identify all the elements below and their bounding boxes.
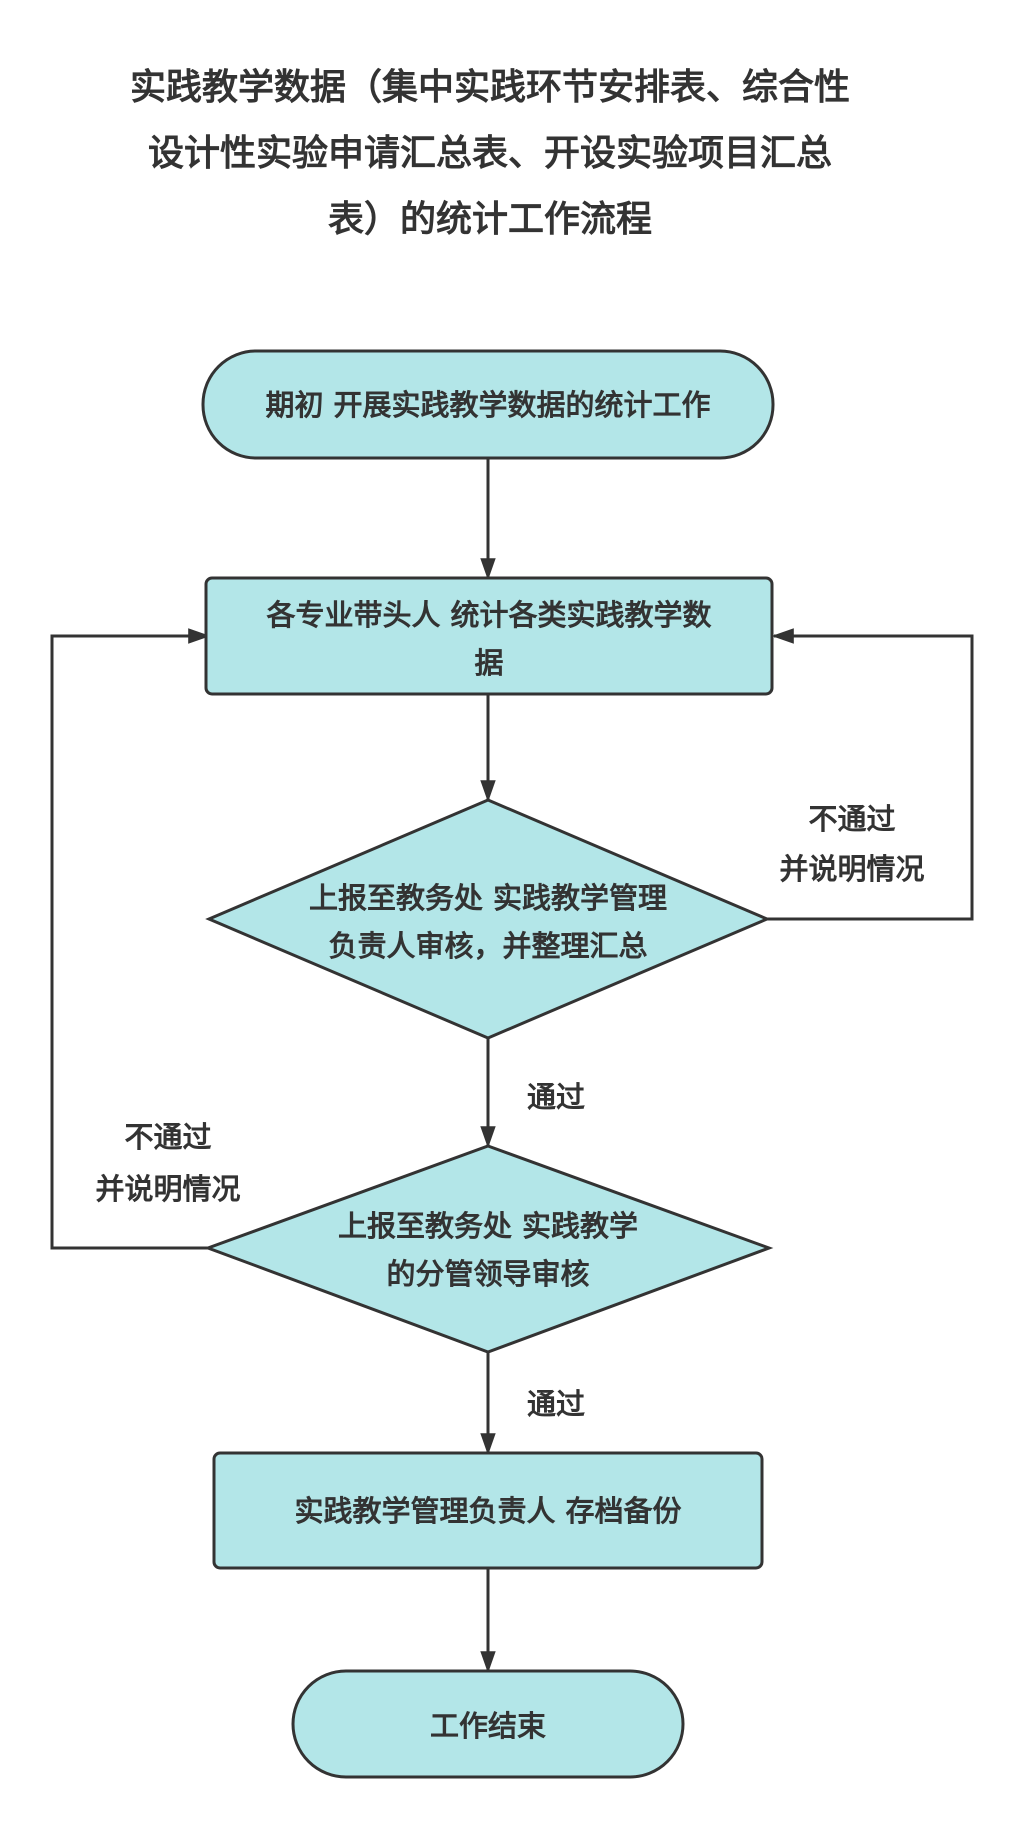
edges (50, 458, 974, 1674)
edge-label-fail-2-line-2: 并说明情况 (95, 1172, 240, 1206)
node-start (201, 349, 775, 460)
title-line-3: 表）的统计工作流程 (327, 199, 652, 240)
node-review1 (205, 798, 771, 1040)
edge-label-pass-1: 通过 (527, 1080, 585, 1114)
node-end (291, 1669, 685, 1779)
node-collect-label-line-1: 各专业带头人 统计各类实践教学数 (265, 598, 712, 632)
edge-label-fail-1-line-1: 不通过 (808, 802, 895, 836)
node-review2-label-line-2: 的分管领导审核 (386, 1257, 589, 1291)
edge-label-pass-2: 通过 (527, 1387, 585, 1421)
node-review1-label-line-1: 上报至教务处 实践教学管理 (309, 881, 667, 915)
page-title: 实践教学数据（集中实践环节安排表、综合性 设计性实验申请汇总表、开设实验项目汇总… (60, 55, 920, 253)
node-collect (204, 576, 774, 696)
edge-label-fail-2-line-1: 不通过 (124, 1120, 211, 1154)
node-start-label: 期初 开展实践教学数据的统计工作 (265, 388, 710, 422)
edge-review1-fail-loop (767, 628, 974, 921)
node-review2 (203, 1144, 774, 1354)
title-line-1: 实践教学数据（集中实践环节安排表、综合性 (129, 67, 850, 108)
node-archive-label: 实践教学管理负责人 存档备份 (294, 1494, 681, 1528)
node-review1-label-line-2: 负责人审核，并整理汇总 (328, 929, 647, 963)
node-collect-label-line-2: 据 (474, 646, 503, 680)
node-end-label: 工作结束 (430, 1709, 546, 1743)
title-line-2: 设计性实验申请汇总表、开设实验项目汇总 (147, 133, 832, 174)
edge-label-fail-1-line-2: 并说明情况 (779, 852, 924, 886)
node-archive (212, 1451, 764, 1570)
edge-labels: 通过 通过 不通过 并说明情况 不通过 并说明情况 (95, 802, 924, 1421)
edge-review2-fail-loop (50, 628, 211, 1250)
node-review2-label-line-1: 上报至教务处 实践教学 (338, 1209, 638, 1243)
node-labels: 期初 开展实践教学数据的统计工作 各专业带头人 统计各类实践教学数 据 上报至教… (265, 388, 712, 1743)
